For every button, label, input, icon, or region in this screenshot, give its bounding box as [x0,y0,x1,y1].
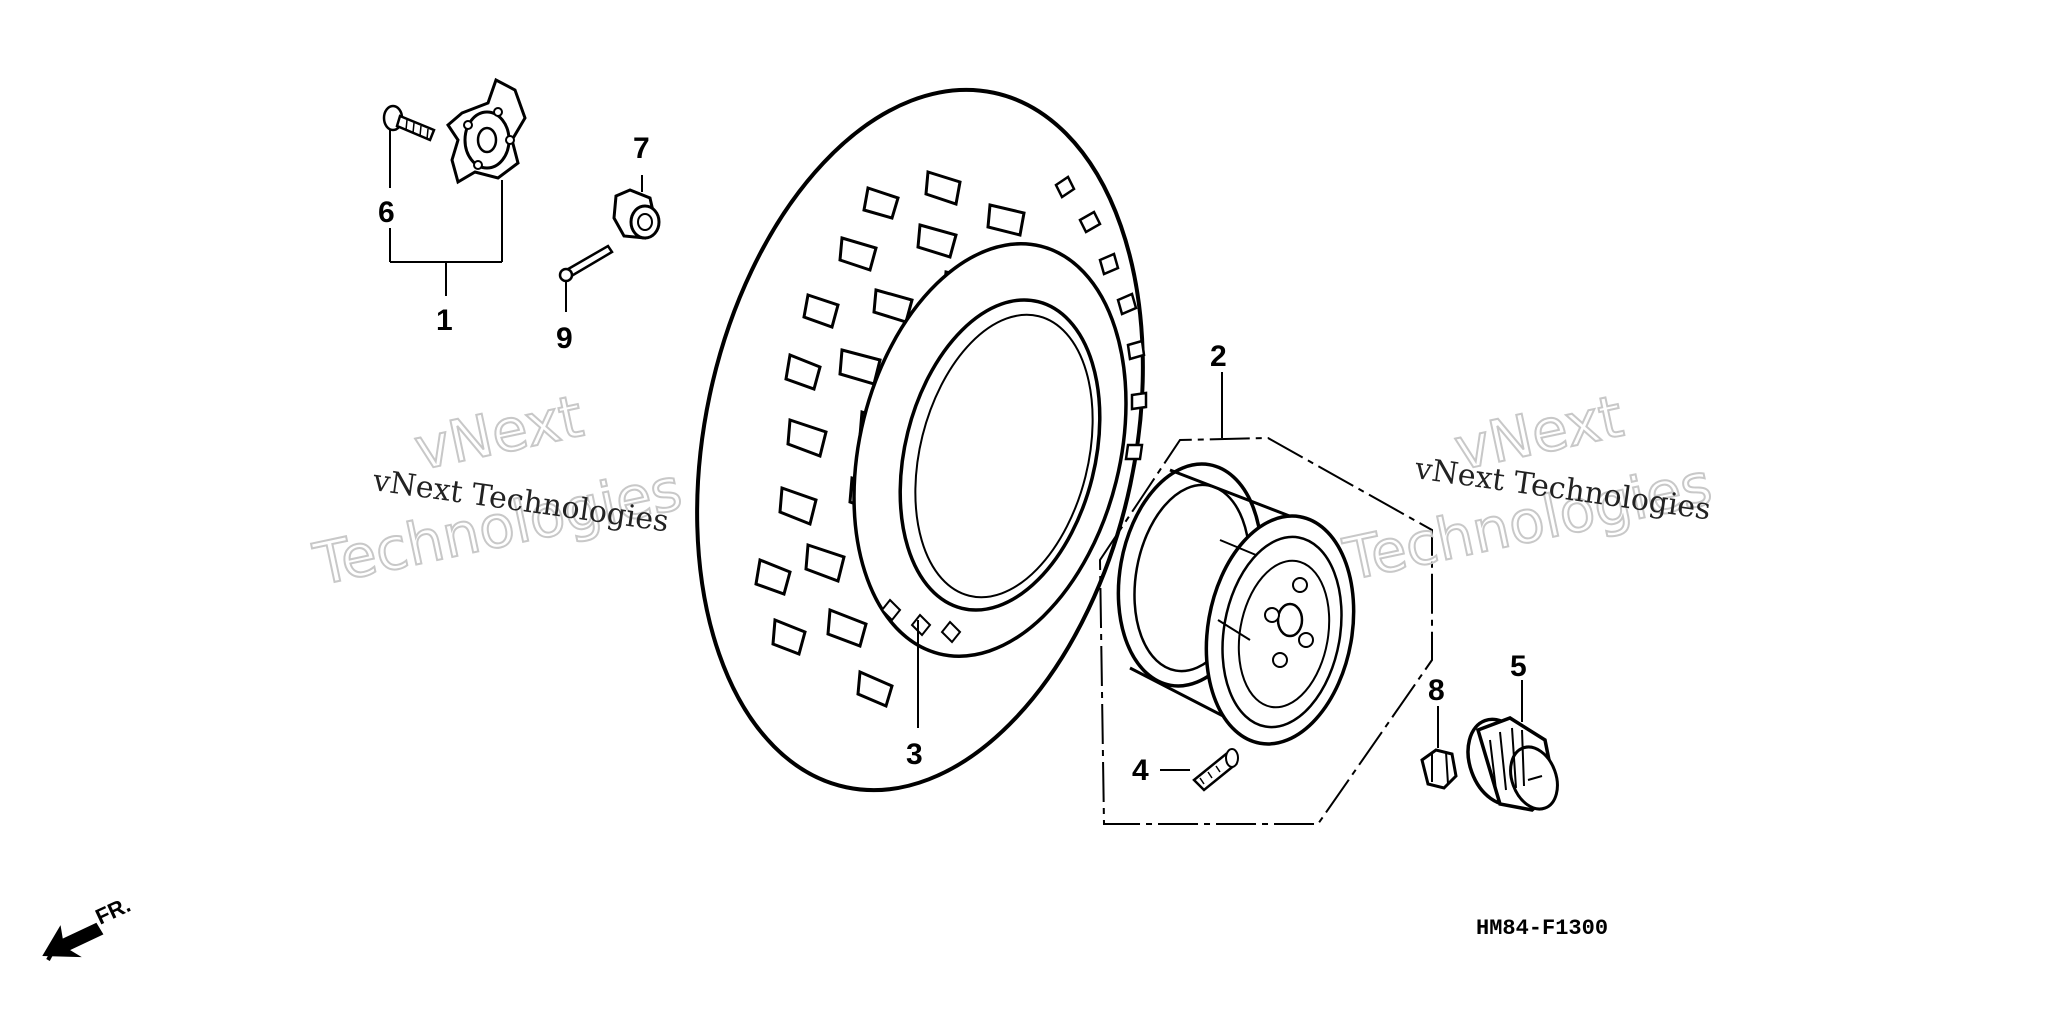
front-direction-arrow-icon: FR. [42,892,135,961]
wheel-hub [446,77,527,185]
wheel-rim [1116,462,1356,746]
wheel-nut [1420,706,1458,790]
watermark-right: vNext Technologies vNext Technologies [1337,381,1719,595]
callout-2: 2 [1210,340,1227,373]
callout-1: 1 [436,304,453,337]
cotter-pin [558,244,614,312]
atv-tire [695,87,1148,793]
watermark-left-big-1: vNext [409,382,589,484]
callout-5: 5 [1510,650,1527,683]
callout-3: 3 [906,738,923,771]
valve-stem [1160,748,1239,792]
watermark-left: vNext Technologies vNext Technologies [307,381,689,600]
callout-9: 9 [556,322,573,355]
callout-6: 6 [378,196,395,229]
hub-cap [1466,680,1559,812]
callout-4: 4 [1132,754,1149,787]
callout-leaders-hub [389,130,503,296]
front-label: FR. [92,892,135,930]
diagram-code: HM84-F1300 [1476,916,1608,941]
hub-bolt [382,104,436,142]
callout-8: 8 [1428,674,1445,707]
wheel-rim-assembly: 2 4 [1098,340,1433,825]
callout-7: 7 [633,132,650,165]
castle-nut [612,175,661,240]
